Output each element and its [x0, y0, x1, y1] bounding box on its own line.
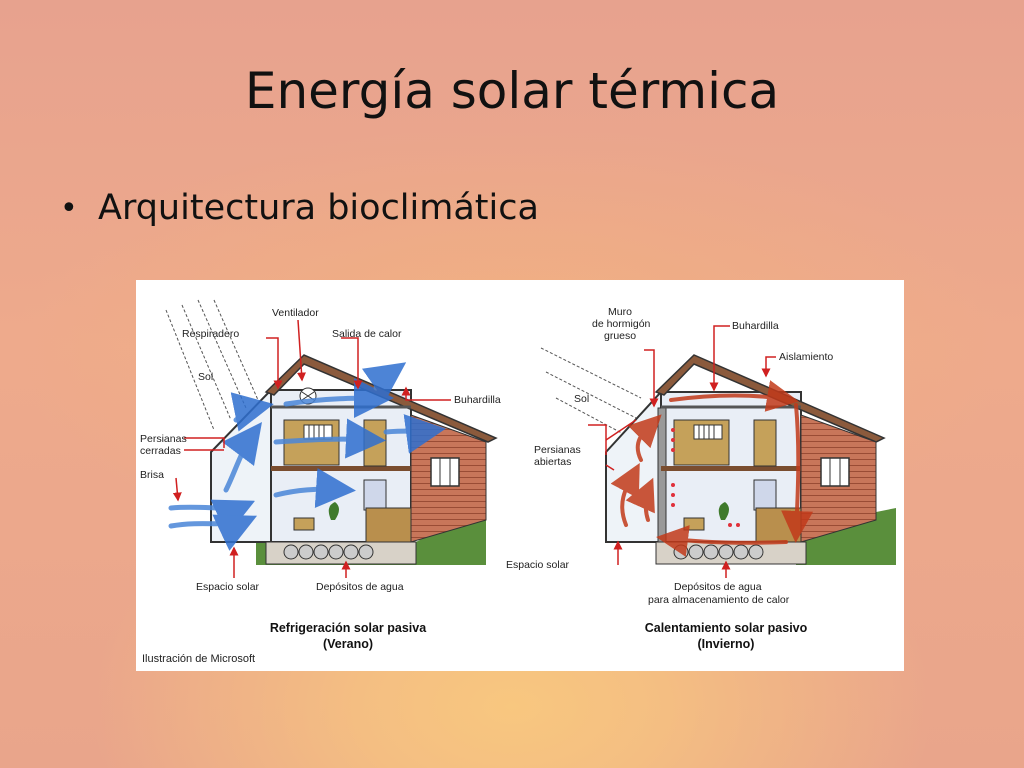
- label-muro: Muro: [608, 306, 632, 318]
- label-brisa: Brisa: [140, 469, 164, 481]
- caption-winter: Calentamiento solar pasivo: [645, 621, 808, 635]
- label-cerradas: cerradas: [140, 445, 181, 457]
- bullet-item: • Arquitectura bioclimática: [60, 188, 539, 228]
- caption-winter-season: (Invierno): [698, 637, 755, 651]
- bioclimatic-diagram: Ventilador Respiradero Salida de calor S…: [136, 280, 904, 671]
- label-espacio-solar-winter: Espacio solar: [506, 559, 570, 571]
- label-persianas-winter: Persianas: [534, 444, 581, 456]
- label-persianas-summer: Persianas: [140, 433, 187, 445]
- summer-house: Ventilador Respiradero Salida de calor S…: [140, 299, 501, 651]
- label-abiertas: abiertas: [534, 456, 571, 468]
- bullet-text: Arquitectura bioclimática: [98, 188, 539, 228]
- label-almacenamiento: para almacenamiento de calor: [648, 594, 790, 606]
- label-grueso: grueso: [604, 330, 636, 342]
- label-depositos-summer: Depósitos de agua: [316, 581, 404, 593]
- label-de-hormigon: de hormigón: [592, 318, 651, 330]
- label-salida-de-calor: Salida de calor: [332, 328, 402, 340]
- label-depositos-winter: Depósitos de agua: [674, 581, 762, 593]
- label-respiradero: Respiradero: [182, 328, 239, 340]
- caption-summer-season: (Verano): [323, 637, 373, 651]
- label-aislamiento: Aislamiento: [779, 351, 833, 363]
- label-espacio-solar-summer: Espacio solar: [196, 581, 260, 593]
- label-sol-winter: Sol: [574, 393, 589, 405]
- figure-credit: Ilustración de Microsoft: [142, 653, 255, 665]
- caption-summer: Refrigeración solar pasiva: [270, 621, 427, 635]
- winter-house: Muro de hormigón grueso Buhardilla Aisla…: [506, 306, 896, 651]
- label-ventilador: Ventilador: [272, 307, 319, 319]
- label-buhardilla-winter: Buhardilla: [732, 320, 779, 332]
- label-buhardilla-summer: Buhardilla: [454, 394, 501, 406]
- bullet-dot: •: [60, 190, 78, 226]
- slide-title: Energía solar térmica: [244, 62, 780, 120]
- label-sol-summer: Sol: [198, 371, 213, 383]
